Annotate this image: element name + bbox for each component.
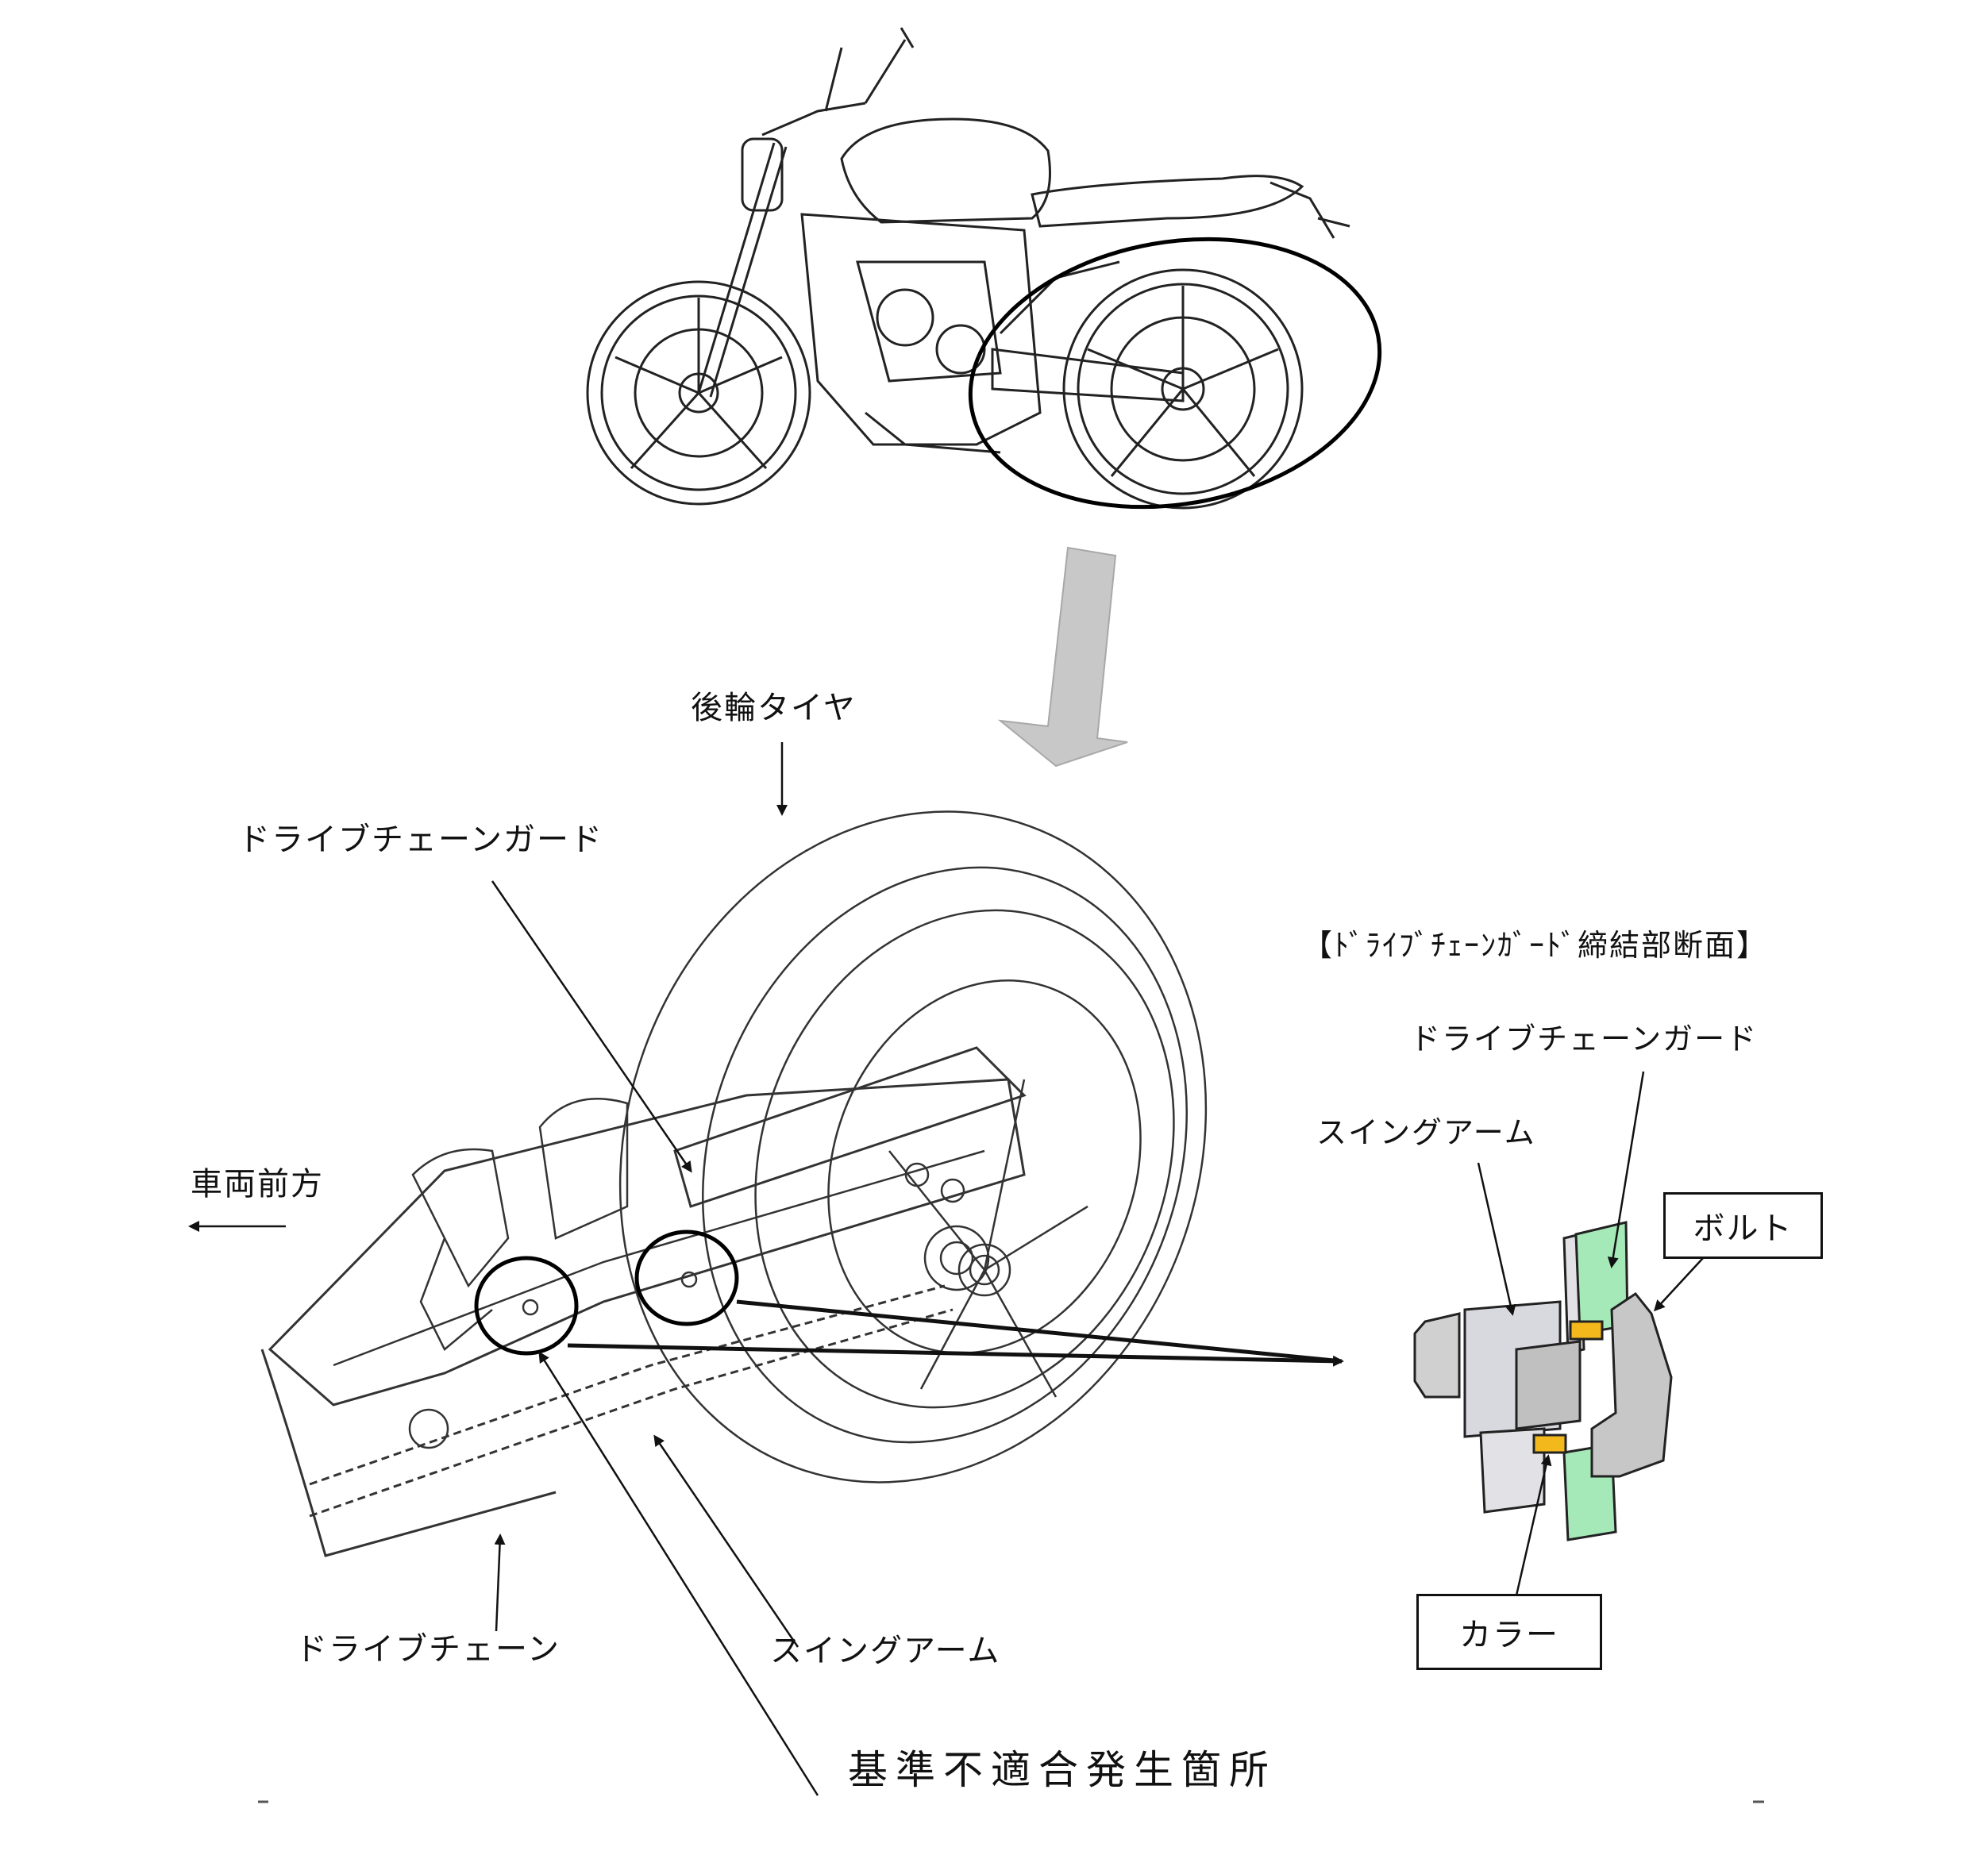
rear-fender — [1269, 181, 1350, 239]
label-rear-tire: 後輪タイヤ — [691, 690, 857, 726]
leader-chain-guard — [491, 880, 692, 1173]
rear-detail-view — [260, 810, 1208, 1557]
label-swing-arm: スイングアーム — [770, 1633, 1001, 1669]
section-shaft — [1515, 1340, 1582, 1430]
engine-frame — [800, 213, 1042, 446]
rear-wheel — [1062, 268, 1304, 510]
headlight — [741, 137, 784, 212]
leader-section-chain-guard — [1607, 1071, 1645, 1268]
section-collar-lower — [1532, 1433, 1567, 1454]
front-fork — [697, 142, 788, 398]
bolt-highlight-2 — [634, 1230, 739, 1326]
leader-nonconformity — [538, 1351, 819, 1796]
label-vehicle-front: 車両前方 — [191, 1166, 324, 1203]
detail-swingarm — [268, 1078, 1026, 1407]
highlight-ellipse — [968, 237, 1382, 510]
leader-section-collar — [1515, 1454, 1552, 1596]
leader-swing-arm — [653, 1434, 799, 1648]
zoom-pointer-arrow — [997, 546, 1128, 768]
section-collar-upper — [1569, 1320, 1604, 1341]
section-leader-lines — [1477, 1071, 1704, 1596]
label-section-collar: カラー — [1416, 1594, 1602, 1670]
label-section-bolt: ボルト — [1663, 1192, 1823, 1259]
cross-section-title: 【ﾄﾞﾗｲﾌﾞﾁｪｰﾝｶﾞｰﾄﾞ締結部断面】 — [1302, 928, 1769, 963]
label-section-chain-guard: ドライブチェーンガード — [1410, 1022, 1759, 1056]
section-bolt-head — [1590, 1291, 1673, 1478]
label-chain-guard: ドライブチェーンガード — [238, 822, 603, 858]
seat — [1031, 175, 1304, 228]
leader-lines — [188, 742, 1344, 1796]
front-wheel — [586, 280, 811, 506]
fuel-tank — [840, 117, 1051, 224]
leader-section-swing-arm — [1477, 1162, 1516, 1316]
handlebar — [761, 27, 915, 137]
detail-chain-guard — [673, 1046, 1027, 1208]
detail-rear-tire — [618, 810, 1208, 1483]
label-section-swing-arm: スイングアーム — [1316, 1115, 1536, 1150]
cross-section-drawing — [1413, 1221, 1673, 1541]
motorcycle-overview — [586, 27, 1382, 510]
bolt-highlight-1 — [474, 1256, 579, 1356]
leader-drive-chain — [494, 1534, 506, 1632]
label-drive-chain: ドライブチェーン — [295, 1631, 561, 1668]
callout-line-lower — [567, 1343, 1344, 1367]
callout-line-upper — [736, 1299, 1343, 1364]
leader-section-bolt — [1653, 1257, 1704, 1312]
swingarm-overview — [991, 348, 1185, 402]
label-nonconformity-location: 基準不適合発生箇所 — [848, 1747, 1277, 1793]
section-nut — [1413, 1312, 1461, 1399]
